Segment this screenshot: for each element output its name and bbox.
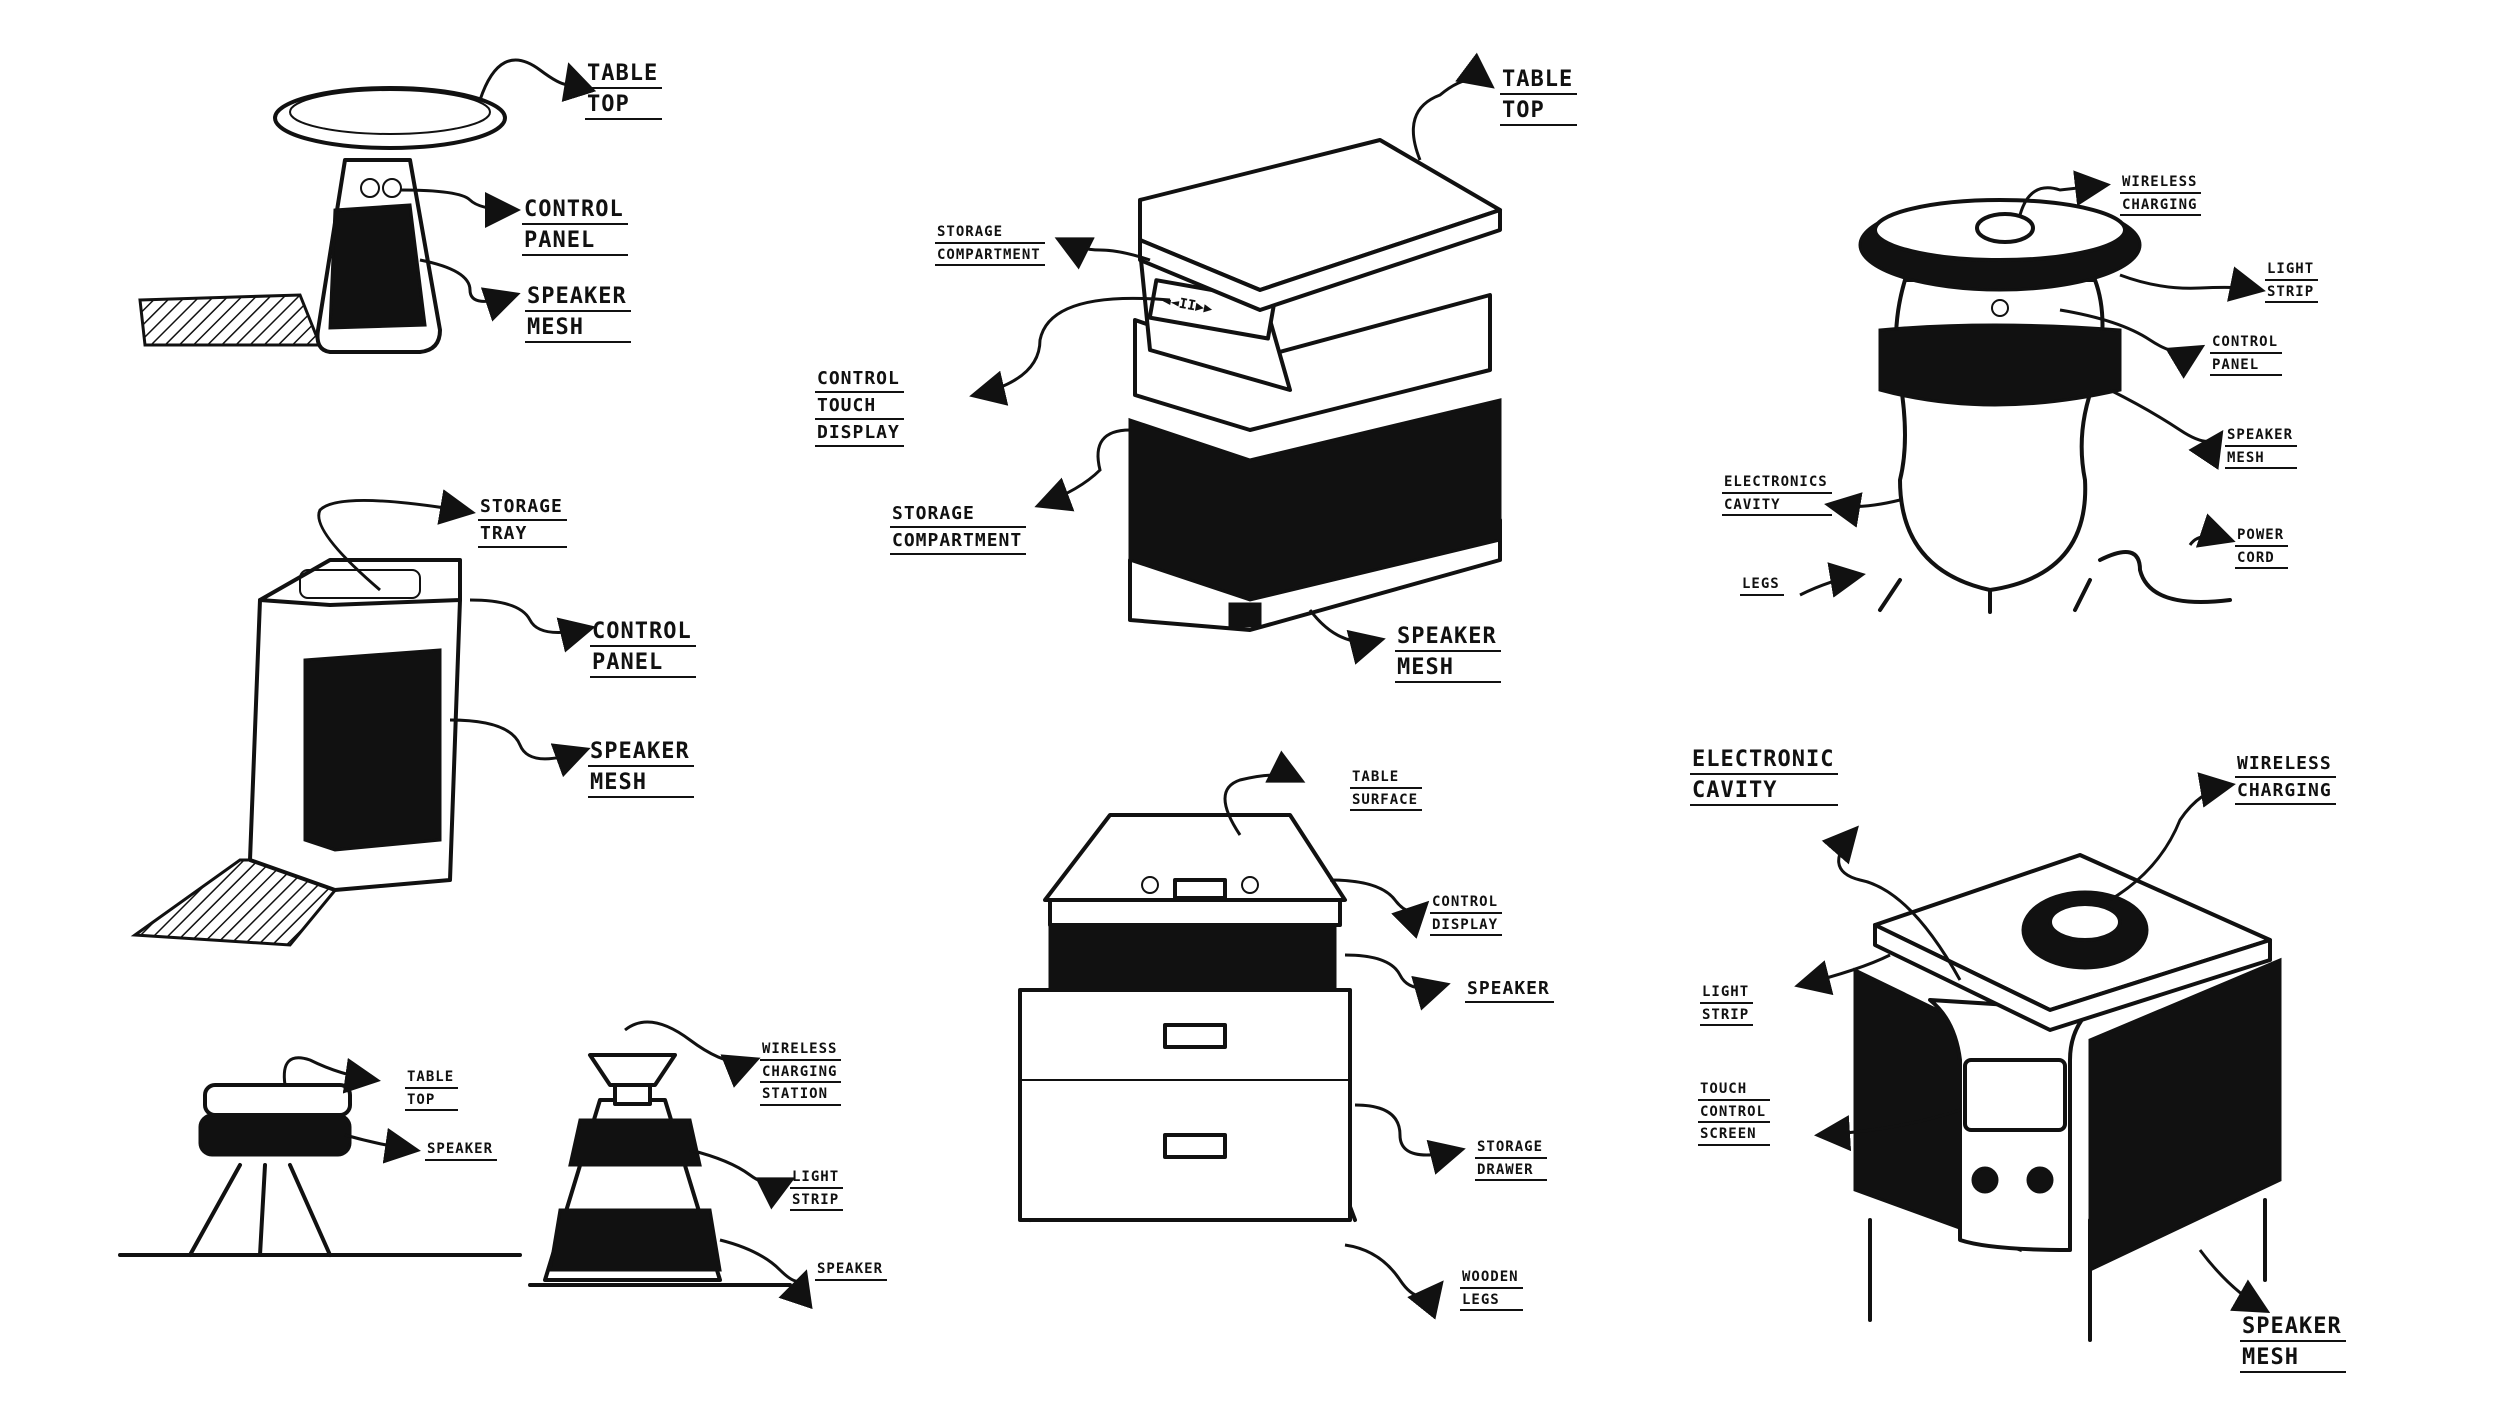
sketch-tripod-table [118,1056,522,1257]
sketch-round-table-speaker [138,58,597,354]
sketch-cylinder-speaker [1799,170,2266,614]
label-s5-speaker: SPEAKER [1465,979,1554,1007]
sketch-cube-speaker-screen [1794,772,2282,1342]
sketch-nightstand-drawer [1018,750,1466,1320]
label-s3-legs: LEGS [1740,577,1784,600]
label-s7-speaker: SPEAKER [425,1142,498,1165]
sketch-cone-charging-speaker [528,1020,813,1310]
label-s8-speaker: SPEAKER [815,1262,888,1285]
sketch-tall-box-speaker [130,489,596,947]
sketch-stacked-storage-speaker [969,52,1502,665]
